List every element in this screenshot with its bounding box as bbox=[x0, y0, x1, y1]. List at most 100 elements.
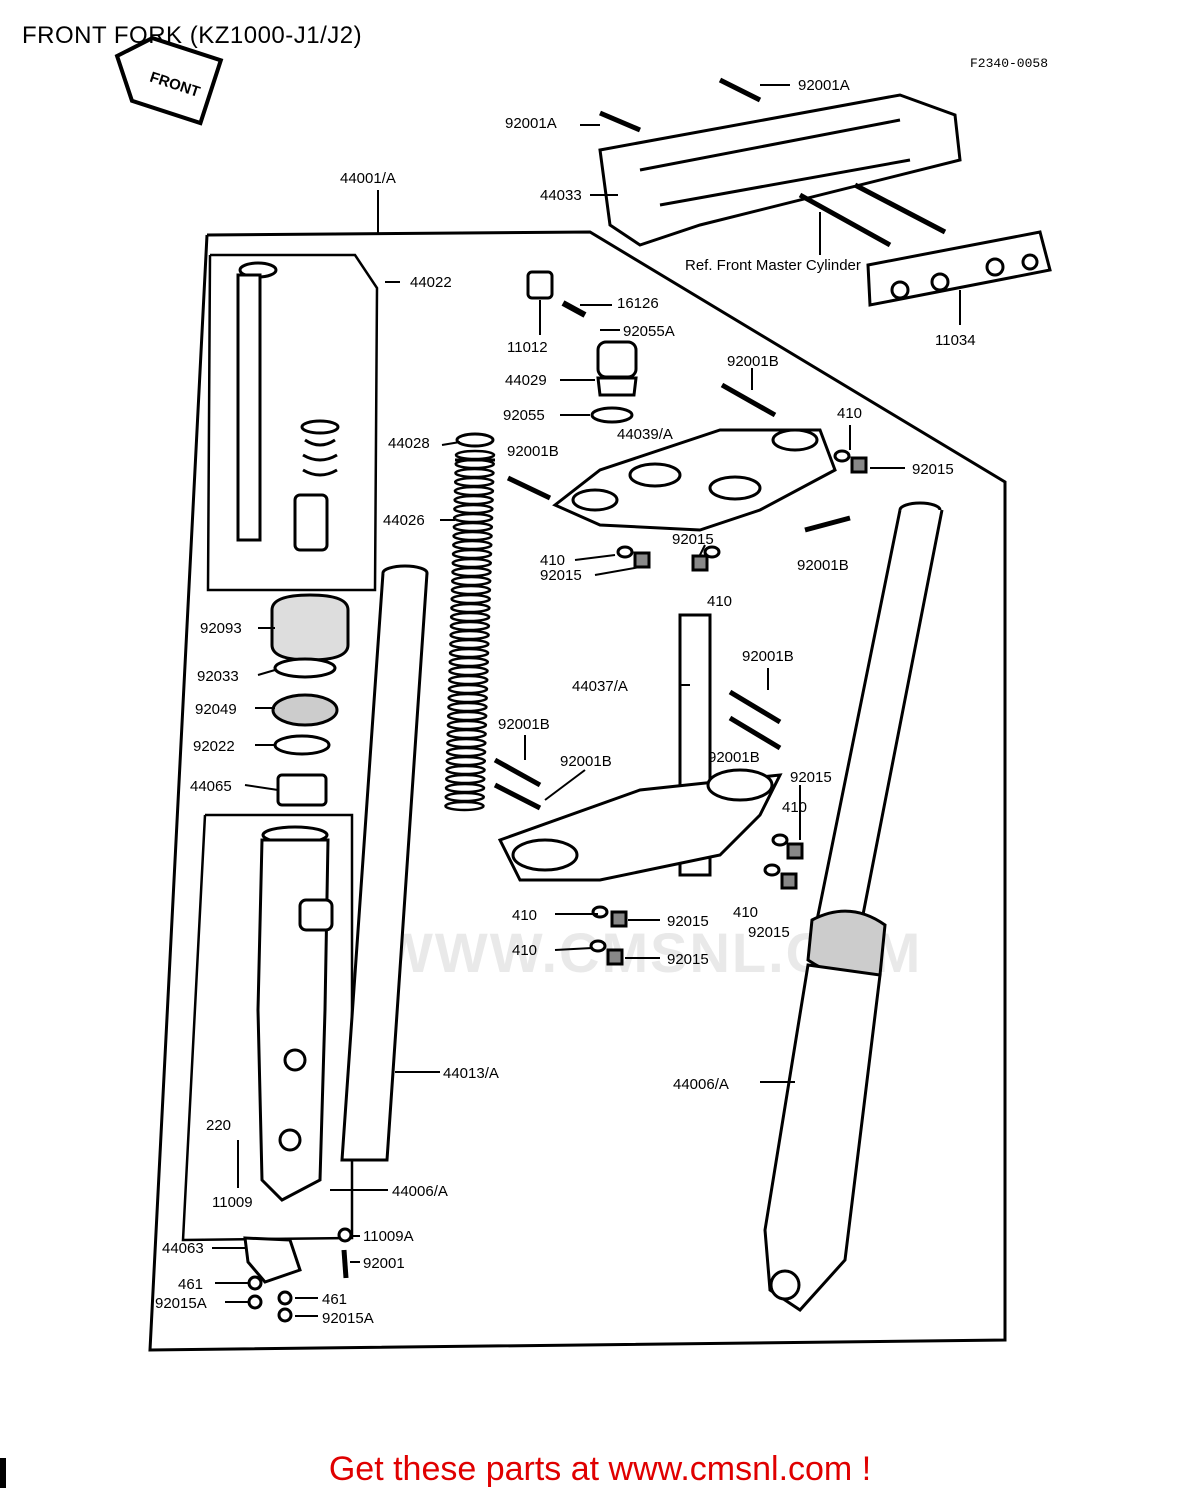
spring-coil bbox=[445, 755, 487, 767]
spring-coil bbox=[450, 575, 492, 587]
callout-92001A-1: 92001A bbox=[798, 77, 850, 94]
callout-92001A-2: 92001A bbox=[505, 115, 557, 132]
spring-coil bbox=[450, 593, 491, 605]
spring-coil bbox=[453, 503, 494, 515]
callout-92015-3: 92015 bbox=[540, 567, 582, 584]
callout-92015A-2: 92015A bbox=[322, 1310, 374, 1327]
fork-spring bbox=[455, 432, 495, 462]
spring-coil bbox=[451, 557, 493, 569]
spring-coil bbox=[444, 800, 485, 812]
callout-92001B-2: 92001B bbox=[507, 443, 559, 460]
callout-220: 220 bbox=[206, 1117, 231, 1134]
callout-44028: 44028 bbox=[388, 435, 430, 452]
callout-16126: 16126 bbox=[617, 295, 659, 312]
callout-461-1: 461 bbox=[178, 1276, 203, 1293]
callout-92015-5: 92015 bbox=[667, 913, 709, 930]
spring-coil bbox=[452, 512, 494, 524]
spring-coil bbox=[445, 746, 487, 758]
callout-44006A-right: 44006/A bbox=[673, 1076, 729, 1093]
callout-461-2: 461 bbox=[322, 1291, 347, 1308]
spring-coil bbox=[448, 665, 489, 677]
callout-410-7: 410 bbox=[512, 942, 537, 959]
callout-44022: 44022 bbox=[410, 274, 452, 291]
bolts bbox=[341, 382, 851, 1279]
fork-cap bbox=[526, 270, 638, 424]
callout-410-5: 410 bbox=[512, 907, 537, 924]
callout-44026: 44026 bbox=[383, 512, 425, 529]
callout-92001B-7: 92001B bbox=[560, 753, 612, 770]
callout-410-3: 410 bbox=[707, 593, 732, 610]
callout-410-2: 410 bbox=[540, 552, 565, 569]
callout-92001: 92001 bbox=[363, 1255, 405, 1272]
spring-coil bbox=[449, 638, 490, 650]
callout-11034: 11034 bbox=[935, 332, 976, 349]
seal-stack bbox=[270, 593, 350, 807]
upper-triple-clamp bbox=[552, 428, 837, 532]
callout-44039A: 44039/A bbox=[617, 426, 673, 443]
spring-coil bbox=[454, 458, 495, 470]
callout-labels: 92001A 92001A 44033 44001/A 11034 44022 … bbox=[155, 77, 976, 1327]
fork-spring-coils bbox=[444, 449, 496, 812]
leader-lines bbox=[212, 84, 961, 1317]
master-cylinder-bracket bbox=[866, 230, 1052, 307]
callout-92001B-5: 92001B bbox=[498, 716, 550, 733]
callout-92001B-4: 92001B bbox=[742, 648, 794, 665]
spring-coil bbox=[446, 719, 488, 731]
spring-coil bbox=[447, 683, 489, 695]
spring-coil bbox=[448, 647, 490, 659]
callout-92015-2: 92015 bbox=[672, 531, 714, 548]
nuts-and-washers bbox=[243, 449, 868, 1323]
shop-link[interactable]: Get these parts at www.cmsnl.com ! bbox=[328, 1450, 872, 1488]
spring-coil bbox=[452, 521, 494, 533]
callout-92001B-3: 92001B bbox=[797, 557, 849, 574]
spring-coil bbox=[453, 476, 495, 488]
outline-frame bbox=[148, 230, 1007, 1352]
callout-92015-4: 92015 bbox=[790, 769, 832, 786]
spring-coil bbox=[454, 467, 495, 479]
ref-note: Ref. Front Master Cylinder bbox=[685, 257, 861, 274]
callout-44013A: 44013/A bbox=[443, 1065, 499, 1082]
spring-coil bbox=[445, 773, 486, 785]
spring-coil bbox=[447, 701, 488, 713]
callout-92015-1: 92015 bbox=[912, 461, 954, 478]
spring-coil bbox=[448, 656, 490, 668]
spring-coil bbox=[451, 548, 493, 560]
spring-coil bbox=[451, 566, 492, 578]
front-arrow-icon: FRONT bbox=[114, 35, 224, 126]
callout-11009: 11009 bbox=[212, 1194, 253, 1211]
damper-rod bbox=[236, 261, 340, 552]
spring-coil bbox=[448, 674, 489, 686]
callout-92055A: 92055A bbox=[623, 323, 675, 340]
spring-coil bbox=[446, 710, 488, 722]
callout-92015A-1: 92015A bbox=[155, 1295, 207, 1312]
spring-coil bbox=[452, 530, 493, 542]
edge-mark bbox=[0, 1458, 6, 1488]
spring-coil bbox=[445, 764, 486, 776]
callout-92055: 92055 bbox=[503, 407, 545, 424]
page-title: FRONT FORK (KZ1000-J1/J2) bbox=[22, 22, 363, 49]
callout-92001B-6: 92001B bbox=[708, 749, 760, 766]
callout-410-1: 410 bbox=[837, 405, 862, 422]
diagram-code: F2340-0058 bbox=[970, 56, 1049, 71]
callout-11009A: 11009A bbox=[363, 1228, 414, 1245]
spring-coil bbox=[444, 782, 486, 794]
callout-92033: 92033 bbox=[197, 668, 239, 685]
callout-92093: 92093 bbox=[200, 620, 242, 637]
right-fork-leg bbox=[763, 501, 944, 1312]
callout-44001A: 44001/A bbox=[340, 170, 396, 187]
spring-coil bbox=[454, 449, 496, 461]
callout-92001B-1: 92001B bbox=[727, 353, 779, 370]
callout-410-6: 410 bbox=[733, 904, 758, 921]
callout-92015-7: 92015 bbox=[667, 951, 709, 968]
spring-coil bbox=[452, 539, 493, 551]
spring-coil bbox=[453, 485, 495, 497]
spring-coil bbox=[449, 620, 491, 632]
spring-coil bbox=[444, 791, 485, 803]
inner-fork-tube bbox=[340, 564, 429, 1162]
spring-coil bbox=[453, 494, 494, 506]
callout-44063: 44063 bbox=[162, 1240, 204, 1257]
callout-410-4: 410 bbox=[782, 799, 807, 816]
callout-44006A-left: 44006/A bbox=[392, 1183, 448, 1200]
